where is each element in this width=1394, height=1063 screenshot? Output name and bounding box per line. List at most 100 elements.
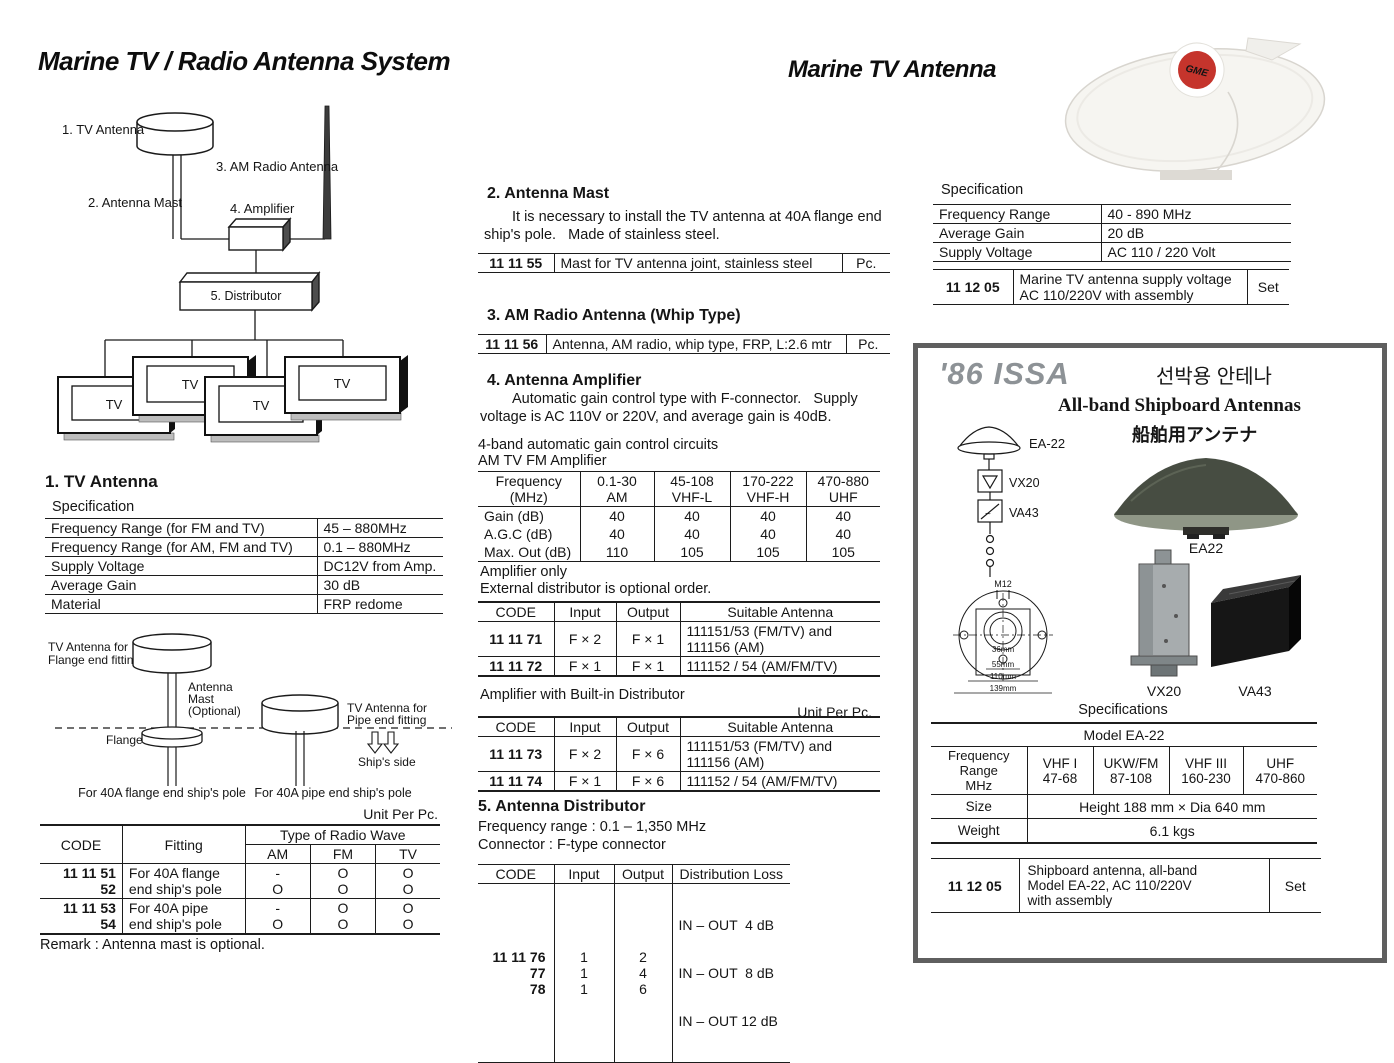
antenna-cell: 111152 / 54 (AM/FM/TV) — [679, 656, 880, 677]
code-cell: 11 11 56 — [478, 334, 546, 354]
table-header-row2: AM FM TV — [40, 844, 440, 864]
section3-heading: 3. AM Radio Antenna (Whip Type) — [487, 307, 741, 324]
fitting-header: Fitting — [121, 824, 246, 864]
pipe-pole-lines — [295, 731, 305, 786]
ships-side-arrow-icon — [366, 731, 400, 754]
mounting-base-drawing — [953, 590, 1053, 694]
spec-name: Frequency Range (for AM, FM and TV) — [45, 537, 317, 557]
spec-value: 40 - 890 MHz — [1100, 204, 1291, 224]
table-row: 11 11 71 F × 2 F × 1 111151/53 (FM/TV) a… — [478, 621, 880, 657]
unit-cell: Pc. — [841, 253, 890, 273]
table-header-row: CODE Input Output Suitable Antenna — [478, 716, 880, 737]
wave-header: Type of Radio Wave — [244, 824, 440, 845]
flange-fitting-label2: Flange end fitting — [48, 653, 140, 667]
amplifier-label: 4. Amplifier — [230, 201, 295, 216]
desc-cell: AC 110/220V with assembly — [1019, 287, 1194, 303]
flange-antenna-icon — [132, 633, 212, 674]
distributor-box — [178, 270, 321, 312]
input-cell: 1 — [580, 949, 588, 965]
unit-cell: Pc. — [845, 334, 890, 354]
fm-cell: O — [337, 900, 349, 916]
antenna-cell: 111156 (AM) — [686, 754, 765, 770]
antenna-mast-label: 2. Antenna Mast — [88, 195, 182, 210]
table-row: 11 12 05 Marine TV antenna supply voltag… — [933, 269, 1289, 305]
weight-label: Weight — [931, 818, 1028, 844]
tv-cell: O — [402, 881, 414, 897]
fitting-cell: end ship's pole — [128, 881, 222, 897]
table-header-row: CODE Input Output Suitable Antenna — [478, 601, 880, 622]
output-cell: 2 — [639, 949, 647, 965]
am-cell: - — [275, 900, 280, 916]
antenna-header: Suitable Antenna — [679, 716, 880, 737]
table-row: 11 11 74 F × 1 F × 6 111152 / 54 (AM/FM/… — [478, 771, 880, 792]
code-cell: 11 11 55 — [478, 253, 554, 273]
mast-order-table: 11 11 55 Mast for TV antenna joint, stai… — [478, 253, 890, 273]
svg-text:TV: TV — [106, 397, 123, 412]
section2-body: It is necessary to install the TV antenn… — [512, 209, 882, 225]
section4-body: Automatic gain control type with F-conne… — [512, 391, 858, 407]
issa-order-table: 11 12 05 Shipboard antenna, all-band Mod… — [931, 858, 1321, 913]
antenna-cell: 111151/53 (FM/TV) and — [686, 623, 833, 639]
table-row: 11 11 73 F × 2 F × 6 111151/53 (FM/TV) a… — [478, 736, 880, 772]
mast-optional-label: Antenna — [188, 680, 233, 694]
input-cell: F × 1 — [553, 771, 617, 792]
flange-icon — [141, 726, 203, 748]
am-cell: - — [275, 865, 280, 881]
fm-cell: O — [337, 881, 349, 897]
code-cell: 11 11 74 — [478, 771, 555, 792]
remark: Remark : Antenna mast is optional. — [40, 937, 265, 953]
tv-antenna-icon — [136, 112, 214, 156]
row-label: A.G.C (dB) — [484, 526, 553, 542]
table-row: Model EA-22 — [931, 722, 1317, 747]
dist-line1: Frequency range : 0.1 – 1,350 MHz — [478, 819, 707, 835]
antenna-cell: 111156 (AM) — [686, 639, 765, 655]
amp-builtin-table: CODE Input Output Suitable Antenna 11 11… — [478, 716, 880, 792]
row-label: Max. Out (dB) — [484, 544, 572, 560]
code-cell: 11 11 71 — [478, 621, 555, 657]
amp-sub1: 4-band automatic gain control circuits — [478, 437, 719, 453]
table-row: Frequency Range (for FM and TV)45 – 880M… — [45, 518, 443, 538]
spec-value: FRP redome — [316, 594, 443, 614]
am-order-table: 11 11 56 Antenna, AM radio, whip type, F… — [478, 334, 890, 354]
dist-line2: Connector : F-type connector — [478, 837, 666, 853]
marine-tv-antenna-photo: GME — [1064, 37, 1326, 180]
table-row: Size Height 188 mm × Dia 640 mm — [931, 794, 1317, 819]
desc-cell: Antenna, AM radio, whip type, FRP, L:2.6… — [545, 334, 846, 354]
desc-cell: with assembly — [1027, 893, 1113, 908]
value-cell: 105 — [729, 543, 806, 562]
mast-lines — [167, 673, 177, 730]
antenna-cell: 111151/53 (FM/TV) and — [686, 738, 833, 754]
spec-name: Frequency Range — [933, 204, 1101, 224]
size-value: Height 188 mm × Dia 640 mm — [1026, 794, 1317, 819]
flange-label: Flange — [106, 733, 143, 747]
code-cell: 52 — [100, 881, 116, 897]
value-cell: 105 — [653, 543, 730, 562]
spec-value: 45 – 880MHz — [316, 518, 443, 538]
antenna-system-diagram: 5. Distributor 1. TV Antenna 2. Antenna … — [57, 105, 408, 443]
flange-fitting-label: TV Antenna for — [48, 640, 128, 654]
freq-header: Frequency(MHz) — [478, 471, 580, 507]
code-cell: 77 — [529, 965, 546, 981]
input-header: Input — [553, 601, 617, 622]
spec-name: Average Gain — [933, 223, 1101, 243]
svg-text:TV: TV — [253, 398, 270, 413]
spec-value: 30 dB — [316, 575, 443, 595]
amp-only-note: External distributor is optional order. — [480, 581, 712, 597]
spec-name: Average Gain — [45, 575, 317, 595]
issa-specs-label: Specifications — [1078, 702, 1168, 718]
tv-cell: O — [402, 916, 414, 932]
unit-cell: Set — [1268, 858, 1321, 913]
va43-photo-label: VA43 — [1238, 683, 1271, 699]
spec-value: DC12V from Amp. — [316, 556, 443, 576]
spec-value: AC 110 / 220 Volt — [1100, 242, 1291, 262]
input-cell: 1 — [580, 981, 588, 997]
schematic-ea22-label: EA-22 — [1029, 436, 1065, 451]
desc-cell: Shipboard antenna, all-band — [1027, 863, 1198, 878]
